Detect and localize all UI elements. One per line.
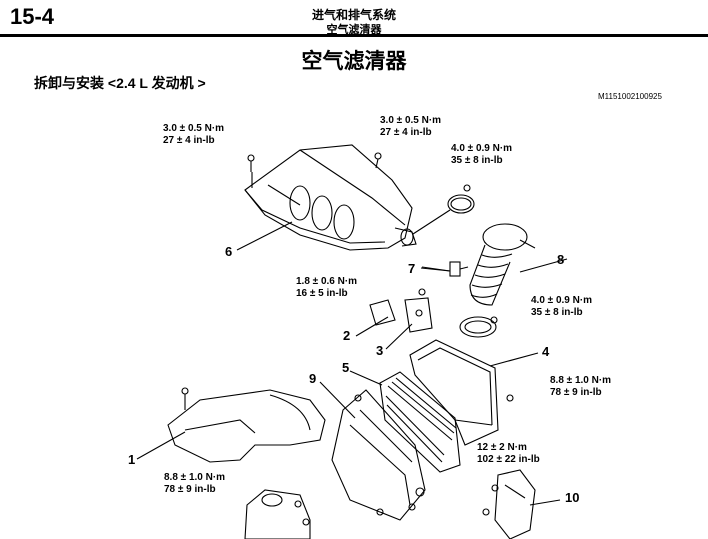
leader-lines: [136, 221, 568, 506]
hose-clamp-drawing: [412, 184, 475, 235]
torque-spec: 4.0 ± 0.9 N·m 35 ± 8 in-lb: [531, 295, 592, 319]
torque-spec: 8.8 ± 1.0 N·m 78 ± 9 in-lb: [550, 375, 611, 399]
mounting-bracket-drawing: [482, 469, 536, 539]
callout-8: 8: [557, 252, 565, 267]
torque-spec: 1.8 ± 0.6 N·m 16 ± 5 in-lb: [296, 276, 357, 300]
callout-5: 5: [342, 360, 350, 375]
header-rule: [0, 34, 708, 37]
air-cleaner-lower-case-drawing: [331, 389, 426, 521]
torque-imperial: 35 ± 8 in-lb: [451, 155, 503, 166]
page-number: 15-4: [10, 4, 55, 29]
torque-metric: 4.0 ± 0.9 N·m: [451, 143, 513, 154]
torque-imperial: 27 ± 4 in-lb: [163, 135, 215, 146]
callout-9: 9: [309, 371, 317, 386]
torque-spec: 4.0 ± 0.9 N·m 35 ± 8 in-lb: [451, 143, 512, 167]
torque-imperial: 78 ± 9 in-lb: [550, 387, 602, 398]
torque-spec: 3.0 ± 0.5 N·m 27 ± 4 in-lb: [380, 115, 441, 139]
section-title: 空气滤清器: [326, 24, 382, 36]
air-cleaner-case-drawing: [409, 339, 514, 446]
lower-clamp-drawing: [459, 316, 498, 338]
torque-imperial: 35 ± 8 in-lb: [531, 307, 583, 318]
intake-duct-drawing: [167, 387, 326, 463]
torque-imperial: 27 ± 4 in-lb: [380, 127, 432, 138]
torque-spec: 12 ± 2 N·m 102 ± 22 in-lb: [477, 442, 540, 466]
callout-3: 3: [376, 343, 384, 358]
callout-1: 1: [128, 452, 136, 467]
page-title: 空气滤清器: [301, 50, 407, 73]
sensor-bracket-drawing: [369, 288, 433, 333]
torque-imperial: 78 ± 9 in-lb: [164, 484, 216, 495]
torque-imperial: 16 ± 5 in-lb: [296, 288, 348, 299]
chapter-title: 进气和排气系统: [311, 8, 396, 22]
torque-metric: 3.0 ± 0.5 N·m: [163, 123, 225, 134]
callout-7: 7: [408, 261, 416, 276]
air-filter-element-drawing: [379, 371, 461, 473]
callout-2: 2: [343, 328, 351, 343]
callout-4: 4: [542, 344, 550, 359]
torque-spec: 3.0 ± 0.5 N·m 27 ± 4 in-lb: [163, 123, 224, 147]
torque-metric: 3.0 ± 0.5 N·m: [380, 115, 442, 126]
callout-6: 6: [225, 244, 233, 259]
torque-metric: 1.8 ± 0.6 N·m: [296, 276, 358, 287]
torque-metric: 12 ± 2 N·m: [477, 442, 527, 453]
procedure-subtitle: 拆卸与安装 <2.4 L 发动机 >: [34, 75, 206, 91]
callout-10: 10: [565, 490, 580, 505]
bolt-drawing: [420, 261, 469, 277]
torque-spec: 8.8 ± 1.0 N·m 78 ± 9 in-lb: [164, 472, 225, 496]
torque-imperial: 102 ± 22 in-lb: [477, 454, 540, 465]
torque-metric: 4.0 ± 0.9 N·m: [531, 295, 593, 306]
intake-hose-drawing: [469, 223, 536, 306]
air-cleaner-cover-drawing: [244, 144, 417, 251]
torque-metric: 8.8 ± 1.0 N·m: [164, 472, 226, 483]
resonator-drawing: [244, 489, 311, 539]
figure-id: M1151002100925: [598, 92, 662, 101]
torque-metric: 8.8 ± 1.0 N·m: [550, 375, 612, 386]
